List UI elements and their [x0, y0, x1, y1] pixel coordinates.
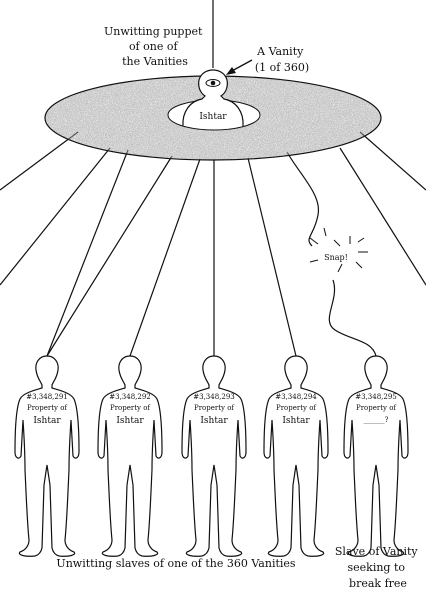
- snap-label: Snap!: [324, 253, 348, 262]
- free-caption: Slave of Vanity seeking to break free: [335, 545, 421, 590]
- snap-burst: [309, 227, 368, 273]
- slave-figures: #3,348,291 Property of Ishtar #3,348,292…: [14, 355, 409, 557]
- eye-icon: [205, 79, 221, 87]
- slave-property: Property of: [110, 404, 151, 412]
- vanity-figure: Ishtar: [182, 69, 244, 127]
- vanity-label: A Vanity (1 of 360): [255, 45, 309, 74]
- slave-property: Property of: [276, 404, 317, 412]
- slave-owner: Ishtar: [200, 416, 228, 426]
- arrow-icon: [226, 59, 253, 75]
- control-strings: [0, 131, 426, 357]
- ring-figure-label: Ishtar: [199, 112, 227, 122]
- slave-owner: Ishtar: [116, 416, 144, 426]
- slave-property: Property of: [356, 404, 397, 412]
- slave-property: Property of: [27, 404, 68, 412]
- slave-figure: #3,348,292 Property of Ishtar: [97, 355, 163, 557]
- slave-number: #3,348,293: [193, 393, 235, 401]
- bottom-caption: Unwitting slaves of one of the 360 Vanit…: [56, 557, 295, 570]
- slave-owner: Ishtar: [282, 416, 310, 426]
- slave-owner: Ishtar: [33, 416, 61, 426]
- slave-figure: #3,348,294 Property of Ishtar: [263, 355, 329, 557]
- slave-number: #3,348,292: [109, 393, 151, 401]
- slave-number: #3,348,295: [355, 393, 397, 401]
- slave-number: #3,348,294: [275, 393, 317, 401]
- slave-figure: #3,348,293 Property of Ishtar: [181, 355, 247, 557]
- slave-owner: ______?: [364, 416, 389, 424]
- slave-property: Property of: [194, 404, 235, 412]
- slave-figure: #3,348,291 Property of Ishtar: [14, 355, 80, 557]
- slave-number: #3,348,291: [26, 393, 68, 401]
- top-caption: Unwitting puppet of one of the Vanities: [104, 25, 206, 68]
- free-slave-figure: #3,348,295 Property of ______?: [343, 355, 409, 557]
